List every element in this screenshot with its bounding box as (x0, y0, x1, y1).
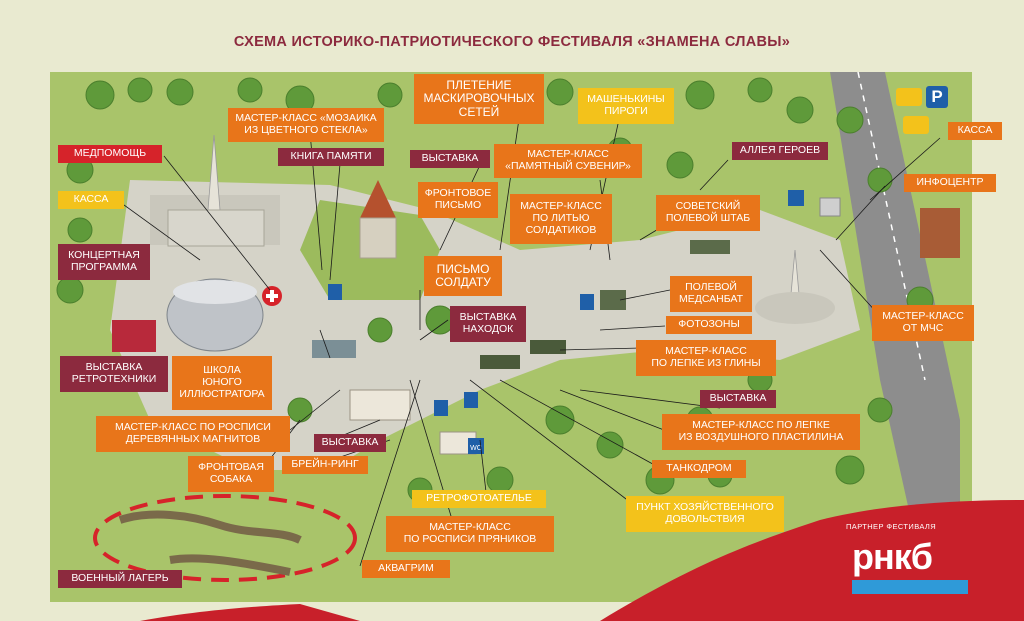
label-vystavka-nahodok[interactable]: ВЫСТАВКА НАХОДОК (450, 306, 526, 342)
label-voenny-lager[interactable]: ВОЕННЫЙ ЛАГЕРЬ (58, 570, 182, 588)
label-rospis-pryanikov[interactable]: МАСТЕР-КЛАСС ПО РОСПИСИ ПРЯНИКОВ (386, 516, 554, 552)
label-vystavka-center[interactable]: ВЫСТАВКА (314, 434, 386, 452)
label-polevoy-medsanbat[interactable]: ПОЛЕВОЙ МЕДСАНБАТ (670, 276, 752, 312)
monument-base (167, 209, 265, 247)
brush-stroke (140, 604, 360, 621)
label-rospis-magnitov[interactable]: МАСТЕР-КЛАСС ПО РОСПИСИ ДЕРЕВЯННЫХ МАГНИ… (96, 416, 290, 452)
label-fotozony[interactable]: ФОТОЗОНЫ (666, 316, 752, 334)
label-infocentr[interactable]: ИНФОЦЕНТР (904, 174, 996, 192)
building (349, 389, 411, 421)
shop-icon (328, 284, 342, 300)
label-vystavka-retrotekhniki[interactable]: ВЫСТАВКА РЕТРОТЕХНИКИ (60, 356, 168, 392)
label-ot-mchs[interactable]: МАСТЕР-КЛАСС ОТ МЧС (872, 305, 974, 341)
label-kniga-pamyati[interactable]: КНИГА ПАМЯТИ (278, 148, 384, 166)
label-akvagrim[interactable]: АКВАГРИМ (362, 560, 450, 578)
label-koncertnaya-programma[interactable]: КОНЦЕРТНАЯ ПРОГРАММА (58, 244, 150, 280)
label-brein-ring[interactable]: БРЕЙН-РИНГ (282, 456, 368, 474)
label-punkt-dovolstviya[interactable]: ПУНКТ ХОЗЯЙСТВЕННОГО ДОВОЛЬСТВИЯ (626, 496, 784, 532)
chapel-roof (360, 180, 396, 218)
label-retrofotoatele[interactable]: РЕТРОФОТОАТЕЛЬЕ (412, 490, 546, 508)
partner-logo: рнкб (852, 536, 972, 596)
vehicle (312, 340, 356, 358)
food-icon (788, 190, 804, 206)
vehicle (480, 355, 520, 369)
vehicle (690, 240, 730, 254)
label-kassa-left[interactable]: КАССА (58, 191, 124, 209)
vehicle (530, 340, 566, 354)
right-plaza (755, 292, 835, 324)
label-vystavka-right[interactable]: ВЫСТАВКА (700, 390, 776, 408)
label-litye-soldatikov[interactable]: МАСТЕР-КЛАСС ПО ЛИТЬЮ СОЛДАТИКОВ (510, 194, 612, 244)
trench (169, 554, 291, 576)
label-mozaika[interactable]: МАСТЕР-КЛАСС «МОЗАИКА ИЗ ЦВЕТНОГО СТЕКЛА… (228, 108, 384, 142)
label-frontovoe-pismo[interactable]: ФРОНТОВОЕ ПИСЬМО (418, 182, 498, 218)
partner-logo-text: рнкб (852, 536, 933, 577)
shop-icon (580, 294, 594, 310)
chapel (359, 217, 397, 259)
label-polevoy-shtab[interactable]: СОВЕТСКИЙ ПОЛЕВОЙ ШТАБ (656, 195, 760, 231)
food-icon (464, 392, 478, 408)
label-pletenie-setey[interactable]: ПЛЕТЕНИЕ МАСКИРОВОЧНЫХ СЕТЕЙ (414, 74, 544, 124)
bus (903, 116, 929, 134)
label-shkola-illyustratora[interactable]: ШКОЛА ЮНОГО ИЛЛЮСТРАТОРА (172, 356, 272, 410)
label-pismo-soldatu[interactable]: ПИСЬМО СОЛДАТУ (424, 256, 502, 296)
label-alleya-geroev[interactable]: АЛЛЕЯ ГЕРОЕВ (732, 142, 828, 160)
parking-icon: P (926, 86, 948, 108)
svg-text:WC: WC (470, 445, 482, 452)
label-mashenkiny-pirogi[interactable]: МАШЕНЬКИНЫ ПИРОГИ (578, 88, 674, 124)
label-lepka-iz-gliny[interactable]: МАСТЕР-КЛАСС ПО ЛЕПКЕ ИЗ ГЛИНЫ (636, 340, 776, 376)
map-title: СХЕМА ИСТОРИКО-ПАТРИОТИЧЕСКОГО ФЕСТИВАЛЯ… (233, 34, 791, 50)
label-vystavka-top[interactable]: ВЫСТАВКА (410, 150, 490, 168)
label-vozdushny-plastilin[interactable]: МАСТЕР-КЛАСС ПО ЛЕПКЕ ИЗ ВОЗДУШНОГО ПЛАС… (662, 414, 860, 450)
label-tankodrom[interactable]: ТАНКОДРОМ (652, 460, 746, 478)
building-right (920, 208, 960, 258)
partner-logo-bar (852, 580, 968, 594)
label-pamyatny-suvenir[interactable]: МАСТЕР-КЛАСС «ПАМЯТНЫЙ СУВЕНИР» (494, 144, 642, 178)
road-marking (857, 71, 926, 381)
trench (118, 510, 302, 544)
label-kassa-right[interactable]: КАССА (948, 122, 1002, 140)
label-frontovaya-sobaka[interactable]: ФРОНТОВАЯ СОБАКА (188, 456, 274, 492)
partner-caption: ПАРТНЕР ФЕСТИВАЛЯ (846, 522, 937, 531)
vehicle (600, 290, 626, 310)
military-camp-boundary (93, 494, 357, 582)
rotunda-roof (173, 280, 257, 304)
concert-stage (112, 320, 156, 352)
label-medpomosh[interactable]: МЕДПОМОЩЬ (58, 145, 162, 163)
booth (819, 197, 841, 217)
bus (896, 88, 922, 106)
shop-icon (434, 400, 448, 416)
